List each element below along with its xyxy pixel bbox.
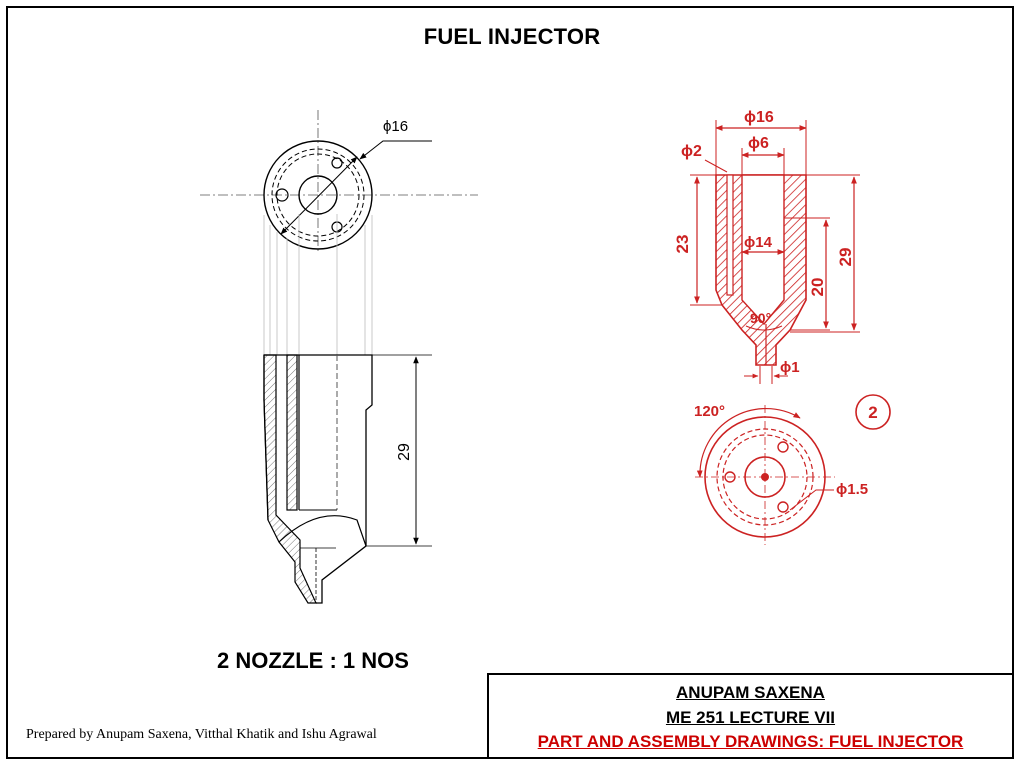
- ref-d16-label: ϕ16: [744, 109, 774, 126]
- section-height-label: 29: [396, 443, 413, 461]
- nozzle-section-view: 29: [263, 354, 432, 604]
- reference-section-view: ϕ16 ϕ6 ϕ2 23 ϕ14 20 29 90° ϕ1: [673, 109, 860, 384]
- page-title: FUEL INJECTOR: [423, 24, 601, 49]
- ref-angle90-label: 90°: [750, 310, 771, 326]
- title-block: ANUPAM SAXENA ME 251 LECTURE VII PART AN…: [487, 673, 1014, 759]
- reference-top-view: 120° ϕ1.5 2: [694, 394, 891, 545]
- title-block-author: ANUPAM SAXENA: [676, 683, 825, 702]
- ref-d15-label: ϕ1.5: [836, 481, 868, 498]
- top-view-diameter-label: ϕ16: [383, 118, 408, 135]
- ref-d2-label: ϕ2: [681, 143, 702, 160]
- ref-h20-label: 20: [808, 278, 827, 297]
- ref-part-number: 2: [868, 403, 877, 422]
- ref-d6-label: ϕ6: [748, 135, 769, 152]
- prepared-by-note: Prepared by Anupam Saxena, Vitthal Khati…: [26, 727, 377, 742]
- nozzle-top-view: ϕ16: [200, 110, 478, 355]
- ref-d1-label: ϕ1: [780, 359, 800, 376]
- ref-d14-label: ϕ14: [744, 234, 773, 251]
- title-block-course: ME 251 LECTURE VII: [665, 708, 836, 727]
- title-block-subject: PART AND ASSEMBLY DRAWINGS: FUEL INJECTO…: [537, 732, 964, 751]
- part-caption: 2 NOZZLE : 1 NOS: [217, 648, 409, 673]
- ref-h29-label: 29: [836, 248, 855, 267]
- ref-angle120-label: 120°: [694, 403, 725, 420]
- ref-h23-label: 23: [673, 235, 692, 254]
